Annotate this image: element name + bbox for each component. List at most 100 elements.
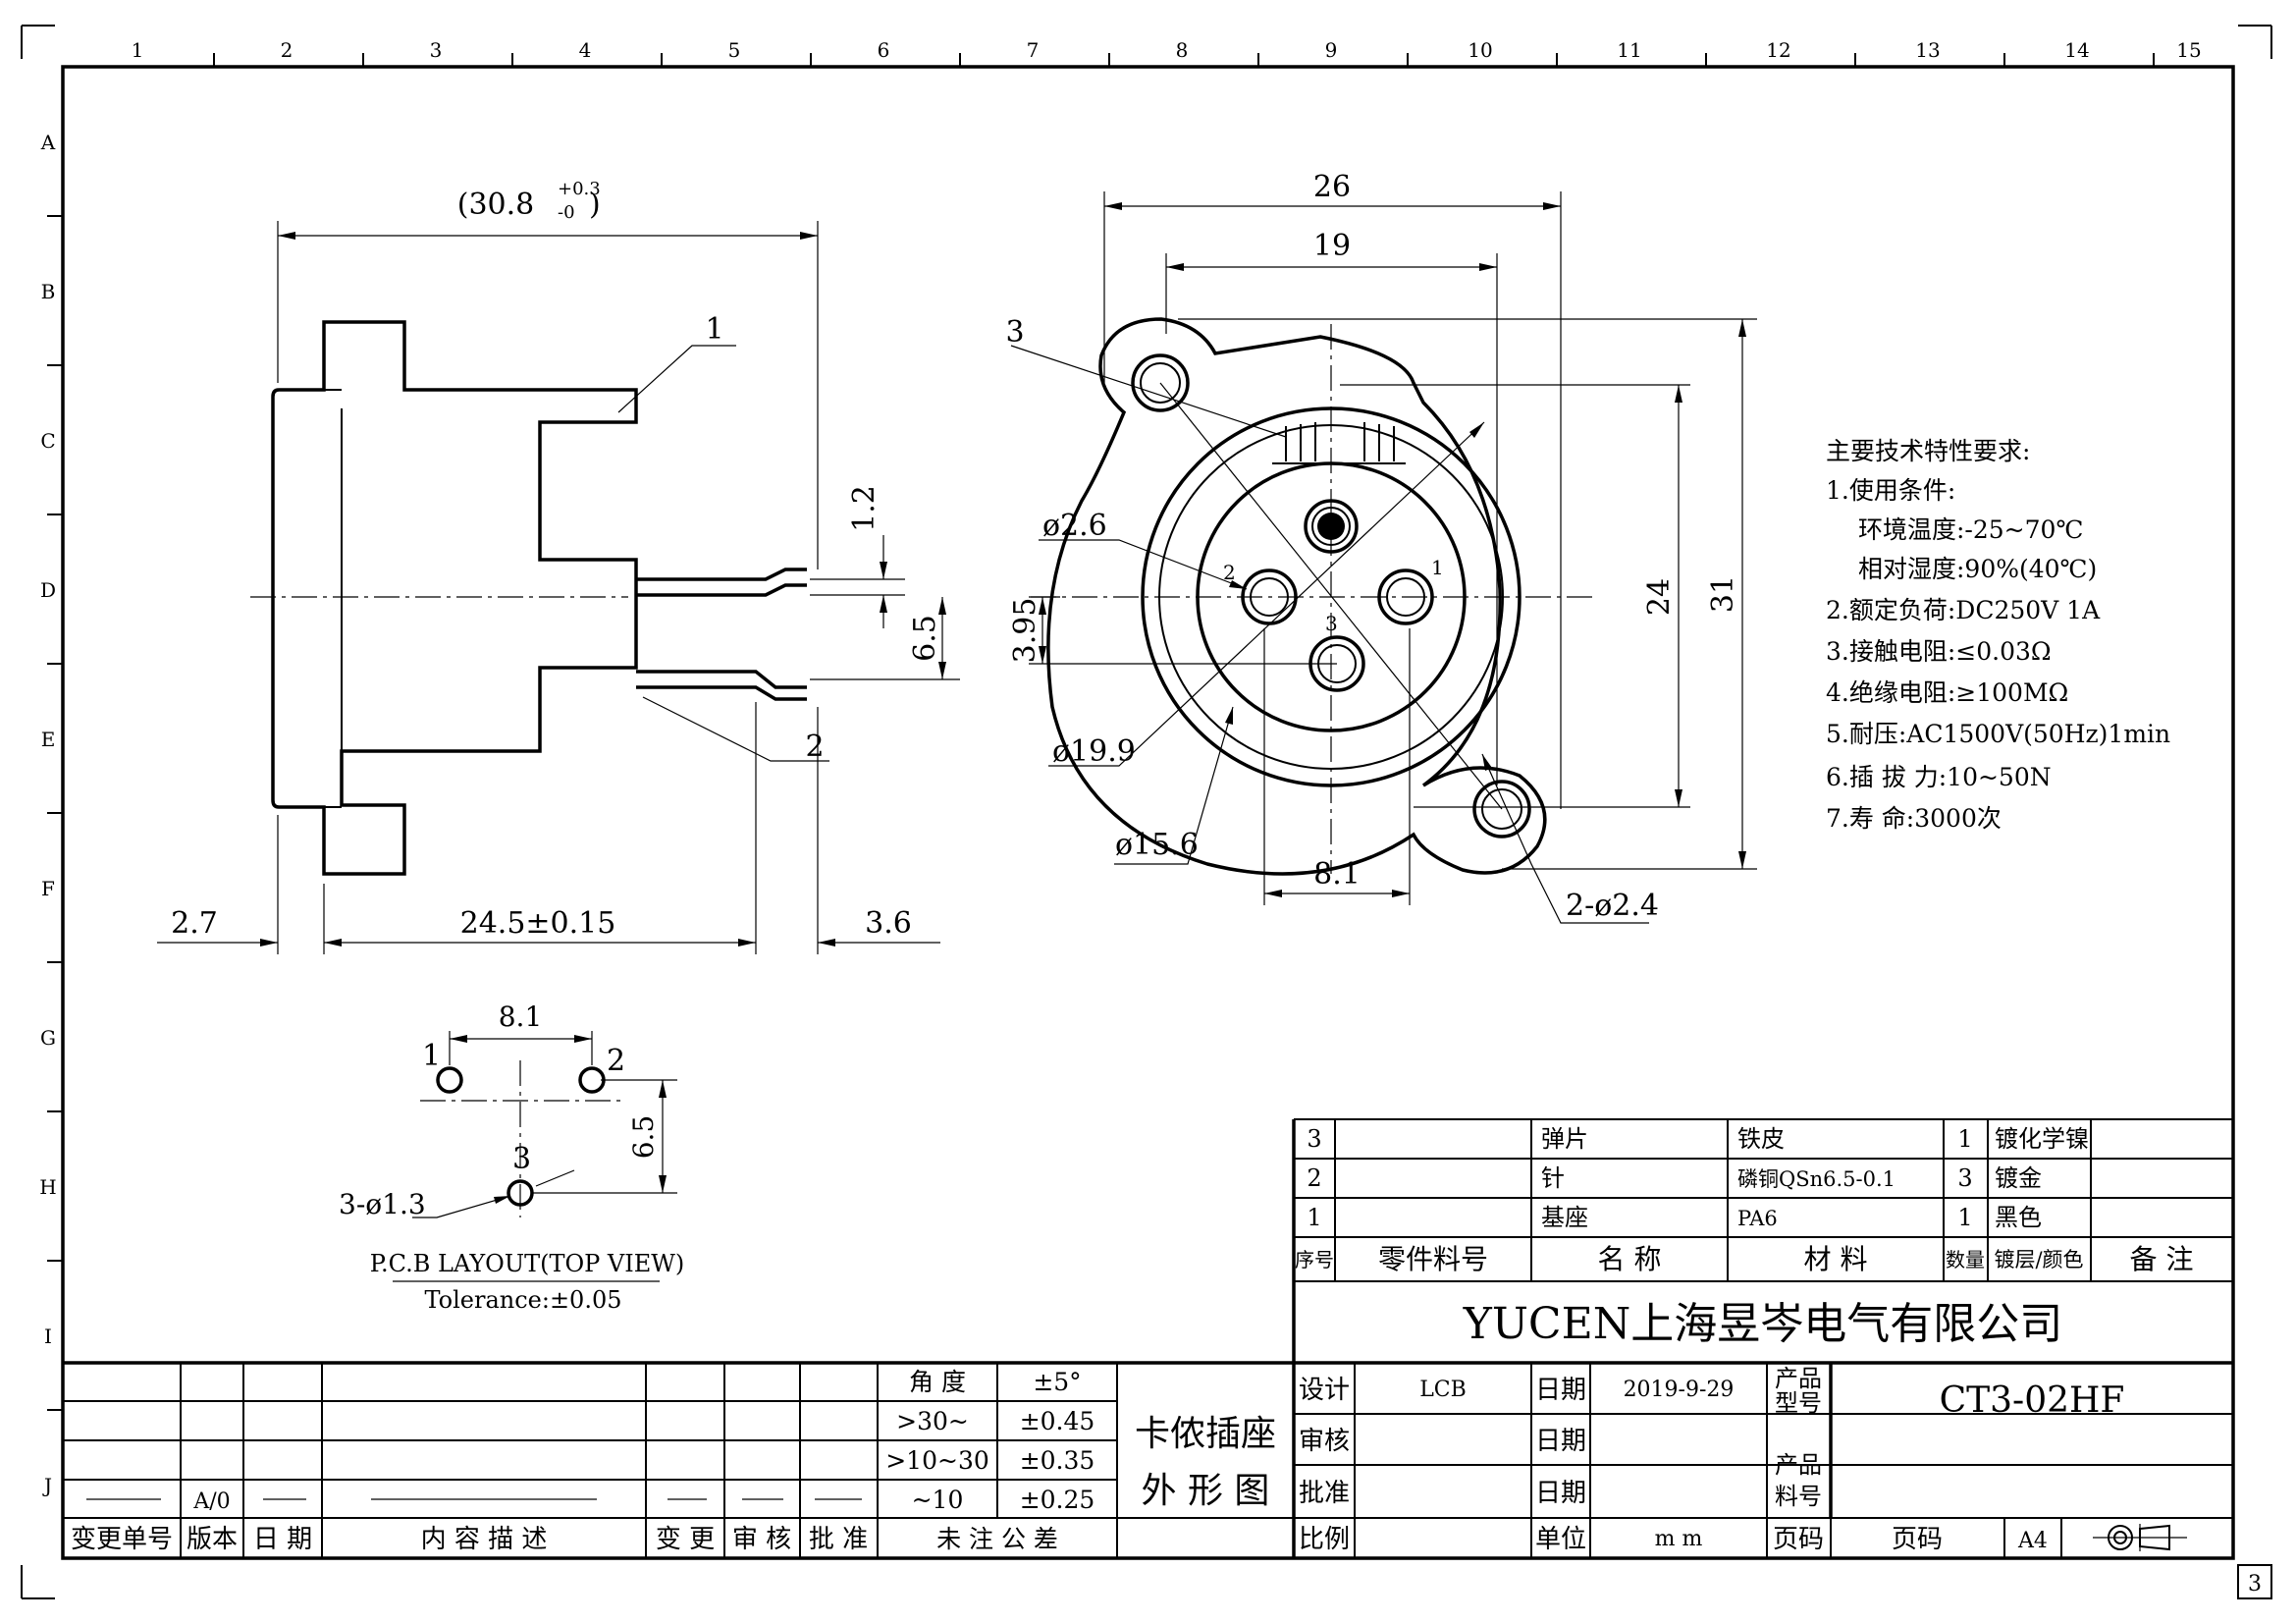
spec-line-3: 相对湿度:90%(40℃) (1858, 555, 2097, 583)
spec-line-8: 6.插 拔 力:10~50N (1826, 763, 2052, 791)
rev-header-date: 日 期 (253, 1525, 312, 1554)
sheet-number: 3 (2248, 1572, 2262, 1596)
pcb-pin-1: 1 (422, 1039, 441, 1073)
zone-ticks (47, 53, 2155, 1411)
pcb-dim-6-5: 6.5 (627, 1115, 660, 1160)
sheet-size: A4 (2017, 1529, 2048, 1553)
rev-version-value: A/0 (192, 1489, 230, 1514)
code-label-2: 料号 (1775, 1483, 1822, 1510)
tolerance-table: 角 度 ±5° >30~ ±0.45 >10~30 ±0.35 ~10 ±0.2… (877, 1363, 1117, 1558)
tol-range-3: ~10 (912, 1486, 964, 1514)
bom-row3-name: 弹片 (1541, 1125, 1588, 1153)
spec-line-1: 1.使用条件: (1826, 476, 1955, 505)
bom-row3-no: 3 (1307, 1125, 1321, 1153)
front-view: 1 2 3 3 ø2.6 ø19.9 ø15.6 2-ø2.4 26 (1005, 170, 1757, 924)
pcb-pin-3: 3 (512, 1142, 531, 1176)
design-label: 设计 (1299, 1376, 1350, 1405)
zone-col-9: 9 (1325, 38, 1338, 62)
rev-header-change: 变 更 (656, 1525, 715, 1554)
front-dim-d2-6: ø2.6 (1042, 509, 1107, 543)
page-value: 页码 (1892, 1525, 1943, 1554)
side-dim-pin-thick: 1.2 (847, 485, 881, 532)
front-dim-31: 31 (1706, 575, 1740, 613)
side-dim-right: 3.6 (865, 906, 912, 941)
model-label-1: 产品 (1775, 1365, 1822, 1392)
side-callout-1: 1 (705, 312, 723, 347)
tol-value-2: ±0.35 (1020, 1446, 1095, 1475)
front-dim-3-95: 3.95 (1008, 598, 1042, 664)
zone-col-11: 11 (1617, 38, 1641, 62)
tol-value-3: ±0.25 (1020, 1486, 1095, 1514)
spec-line-9: 7.寿 命:3000次 (1826, 804, 2002, 833)
date-label-2: 日期 (1535, 1427, 1586, 1456)
model-label-2: 型号 (1775, 1389, 1822, 1417)
projection-symbol-icon (2093, 1524, 2187, 1551)
zone-col-8: 8 (1176, 38, 1189, 62)
bom-header-finish: 镀层/颜色 (1994, 1248, 2083, 1271)
front-dim-2xd2-4: 2-ø2.4 (1566, 889, 1659, 923)
bom-row2-finish: 镀金 (1995, 1164, 2042, 1192)
spec-line-4: 2.额定负荷:DC250V 1A (1826, 596, 2101, 624)
zone-col-1: 1 (132, 38, 144, 62)
pcb-tolerance: Tolerance:±0.05 (425, 1286, 622, 1314)
zone-row-labels: A B C D E F G H I J (39, 131, 56, 1497)
bom-header-name: 名 称 (1598, 1243, 1662, 1275)
date-label-1: 日期 (1535, 1376, 1586, 1405)
bom-row2-material: 磷铜QSn6.5-0.1 (1737, 1167, 1896, 1191)
bom-table: 3 弹片 铁皮 1 镀化学镍 2 针 磷铜QSn6.5-0.1 3 镀金 1 基… (1292, 1118, 2233, 1282)
rev-header-change-no: 变更单号 (71, 1525, 173, 1554)
front-pin-2: 2 (1223, 561, 1236, 584)
bom-header-part-no: 零件料号 (1378, 1243, 1488, 1275)
bom-header-material: 材 料 (1804, 1243, 1868, 1275)
zone-row-G: G (40, 1026, 56, 1050)
front-dim-d15-6: ø15.6 (1115, 828, 1199, 862)
front-dim-19: 19 (1313, 229, 1351, 263)
tol-angle-value: ±5° (1033, 1368, 1081, 1396)
rev-header-description: 内 容 描 述 (421, 1525, 548, 1554)
date-label-3: 日期 (1535, 1479, 1586, 1508)
zone-row-C: C (40, 429, 55, 453)
side-dim-body: 24.5±0.15 (460, 906, 616, 941)
zone-column-labels: 1 2 3 4 5 6 7 8 9 10 11 12 13 14 15 (132, 38, 2202, 62)
spec-heading: 主要技术特性要求: (1826, 437, 2030, 465)
front-dim-d19-9: ø19.9 (1052, 734, 1136, 769)
bom-row1-material: PA6 (1737, 1207, 1778, 1230)
zone-col-12: 12 (1766, 38, 1790, 62)
front-pin-1: 1 (1431, 556, 1444, 579)
side-dim-pin-pitch: 6.5 (908, 615, 942, 662)
rev-header-version: 版本 (187, 1525, 238, 1554)
front-callout-3: 3 (1005, 315, 1024, 350)
spec-line-7: 5.耐压:AC1500V(50Hz)1min (1826, 720, 2170, 748)
side-view: 1 2 (30.8 +0.3 -0 ) 2.7 24.5±0.15 3.6 1.… (157, 179, 960, 954)
sheet-number-box (2237, 1564, 2272, 1599)
spec-line-5: 3.接触电阻:≤0.03Ω (1826, 637, 2052, 666)
product-name-1: 卡侬插座 (1135, 1414, 1276, 1454)
bom-row1-name: 基座 (1541, 1204, 1588, 1231)
approve-label: 批准 (1299, 1479, 1350, 1508)
pcb-dim-8-1: 8.1 (499, 1001, 543, 1033)
zone-row-A: A (40, 131, 56, 154)
zone-col-7: 7 (1027, 38, 1040, 62)
spec-line-6: 4.绝缘电阻:≥100MΩ (1826, 678, 2068, 707)
bom-header-note: 备 注 (2130, 1243, 2194, 1275)
side-dim-left: 2.7 (171, 906, 218, 941)
bom-row1-qty: 1 (1957, 1204, 1972, 1231)
zone-col-10: 10 (1468, 38, 1492, 62)
side-overall-tol-plus: +0.3 (558, 179, 601, 199)
check-label: 审核 (1299, 1427, 1350, 1456)
bom-row3-material: 铁皮 (1737, 1125, 1785, 1153)
pcb-title: P.C.B LAYOUT(TOP VIEW) (370, 1250, 685, 1277)
zone-col-13: 13 (1915, 38, 1940, 62)
zone-col-4: 4 (579, 38, 592, 62)
spec-notes: 主要技术特性要求: 1.使用条件: 环境温度:-25~70℃ 相对湿度:90%(… (1826, 437, 2170, 833)
unit-label: 单位 (1535, 1525, 1586, 1554)
bom-row1-finish: 黑色 (1995, 1204, 2042, 1231)
zone-col-3: 3 (430, 38, 443, 62)
bom-row2-no: 2 (1307, 1164, 1321, 1192)
scale-label: 比例 (1299, 1525, 1350, 1554)
title-block: YUCEN上海昱岑电气有限公司 设计 LCB 日期 2019-9-29 审核 日… (1116, 1281, 2233, 1558)
front-dim-26: 26 (1313, 170, 1351, 204)
zone-row-I: I (44, 1325, 52, 1348)
side-overall-dim: (30.8 (457, 188, 535, 222)
code-label-1: 产品 (1775, 1451, 1822, 1479)
